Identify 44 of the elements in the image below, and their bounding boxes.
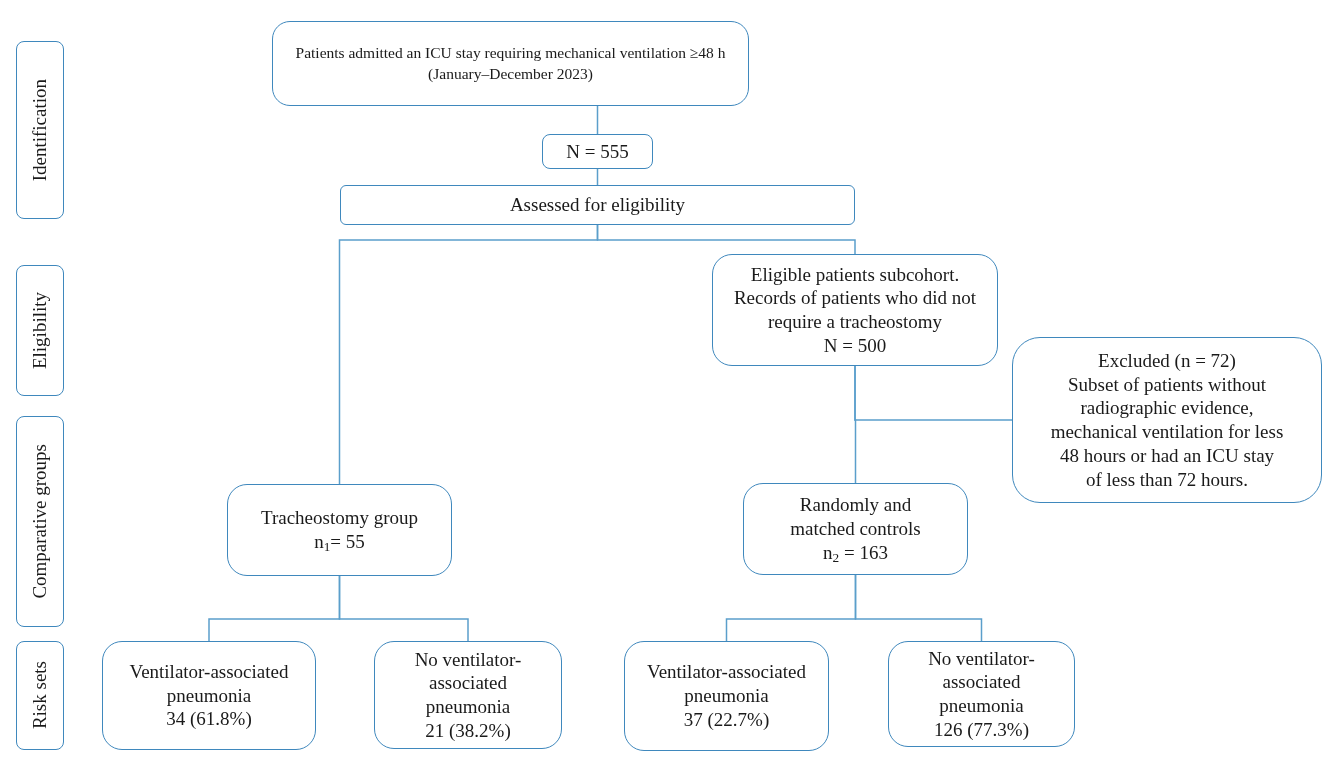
box-text: n$_{1}$= 55: [314, 530, 365, 554]
stage-label-box: [16, 41, 64, 219]
flow-box: [227, 484, 452, 576]
flow-box: [712, 254, 998, 366]
box-text: Assessed for eligibility: [509, 193, 686, 217]
flow-box: [624, 641, 829, 751]
box-text: Records of patients who did not require a tracheostomy: [732, 286, 978, 334]
box-text: (January–December 2023): [428, 63, 593, 84]
flow-box: [102, 641, 316, 750]
flow-box: [743, 483, 968, 575]
flow-box: [1012, 337, 1322, 503]
flow-box: [340, 185, 855, 225]
connector-line: [338, 575, 469, 642]
stage-label-box: [16, 265, 64, 396]
box-text: 21 (38.2%): [425, 718, 511, 743]
flow-box: [888, 641, 1075, 747]
box-text: Eligible patients subcohort.: [750, 262, 960, 287]
flow-box: [272, 21, 749, 106]
box-text: Excluded (n = 72): [1098, 348, 1236, 373]
connector-line: [596, 224, 856, 255]
box-text: Subset of patients without radiographic evidence, mechanical ventilation for less 48 hours or had an ICU stay of less than 72 hours.: [1050, 372, 1284, 492]
stage-label-box: [16, 416, 64, 627]
connector-line: [596, 105, 599, 135]
box-text: 37 (22.7%): [683, 707, 770, 732]
box-text: Tracheostomy group: [260, 506, 419, 530]
stage-label: Comparative groups: [28, 444, 52, 599]
stage-label: Eligibility: [28, 291, 52, 370]
box-text: Ventilator-associated pneumonia: [128, 659, 290, 708]
stage-label: Identification: [28, 78, 52, 182]
connector-line: [854, 574, 983, 642]
box-text: 34 (61.8%): [166, 707, 252, 732]
box-text: N = 500: [823, 333, 887, 358]
box-text: 126 (77.3%): [934, 717, 1029, 742]
box-text: No ventilator-associated pneumonia: [927, 646, 1036, 718]
box-text: N = 555: [566, 139, 629, 164]
box-text: n$_{2}$ = 163: [823, 540, 888, 565]
connector-line: [854, 365, 1013, 421]
box-text: Patients admitted an ICU stay requiring mechanical ventilation ≥48 h: [295, 42, 726, 63]
flow-box: [542, 134, 653, 169]
box-text: Ventilator-associated pneumonia: [646, 660, 807, 708]
flow-box: [374, 641, 562, 749]
stage-label-box: [16, 641, 64, 750]
stage-label: Risk sets: [28, 661, 52, 730]
box-text: No ventilator-associated pneumonia: [413, 647, 523, 719]
